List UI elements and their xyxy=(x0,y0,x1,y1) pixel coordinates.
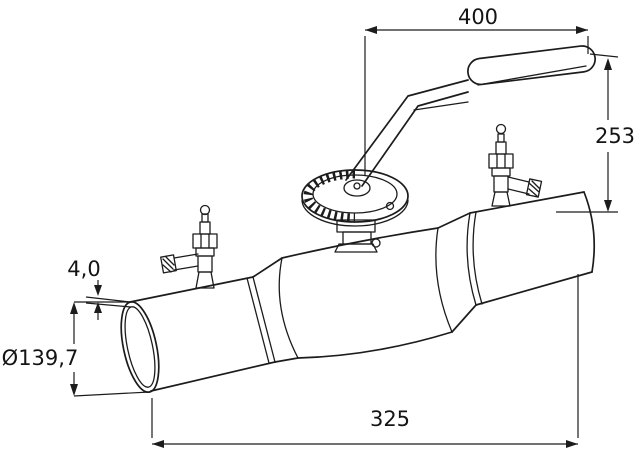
lever-side-face xyxy=(413,101,469,111)
weld-seam-left-inner xyxy=(252,276,276,363)
right-pipe-bottom-edge xyxy=(475,271,593,306)
barrel-left-seam xyxy=(278,257,299,359)
handle-lever xyxy=(345,45,596,187)
flange-serration xyxy=(303,169,356,223)
dimension-wall-thickness-label: 4,0 xyxy=(67,257,100,281)
left-cone-bottom xyxy=(274,357,299,363)
dimension-pipe-diameter-label: Ø139,7 xyxy=(2,346,79,370)
flange-bolt xyxy=(385,201,395,211)
right-nozzle xyxy=(507,176,543,198)
handle-hub xyxy=(343,179,371,197)
dimension-handle-height-label: 253 xyxy=(595,124,635,148)
barrel-top-edge xyxy=(281,227,439,259)
right-pipe-end-arc xyxy=(583,191,596,273)
dimension-handle-height: 253 xyxy=(556,53,635,213)
right-cone-bottom xyxy=(451,304,477,333)
barrel-right-seam xyxy=(435,227,453,333)
weld-seam-right-outer xyxy=(472,211,483,305)
drain-valve-left xyxy=(160,204,218,289)
dimension-pipe-diameter: Ø139,7 xyxy=(2,301,151,397)
hub-bolt xyxy=(353,182,361,190)
dimension-body-length: 325 xyxy=(151,274,579,448)
grip-edge-line xyxy=(477,65,587,86)
left-pipe-bottom-edge xyxy=(150,361,276,392)
hex-nut xyxy=(192,233,218,249)
barrel-bottom-edge xyxy=(297,331,453,359)
neck-bolt xyxy=(371,238,381,248)
left-pipe-top-edge xyxy=(129,276,254,303)
dimension-body-length-label: 325 xyxy=(370,407,410,431)
flange-thickness-edge xyxy=(301,199,409,227)
dimension-wall-thickness: 4,0 xyxy=(67,257,132,320)
flange-indicator-plate xyxy=(301,169,409,253)
lever-top-edge xyxy=(345,79,469,181)
left-cone-top xyxy=(252,257,283,278)
dimension-handle-span-label: 400 xyxy=(458,5,498,29)
dimension-handle-span: 400 xyxy=(364,5,589,176)
handle-grip xyxy=(467,45,596,86)
left-nozzle xyxy=(160,253,199,274)
left-pipe-end xyxy=(120,301,160,393)
lever-bottom-edge xyxy=(361,91,469,187)
hex-nut xyxy=(488,153,514,169)
valve-top-ring xyxy=(495,123,507,135)
weld-seam-right-inner xyxy=(466,212,477,306)
right-pipe-top-edge xyxy=(469,191,585,214)
drain-valve-right xyxy=(488,123,543,207)
flange-neck xyxy=(334,219,381,253)
valve-body xyxy=(120,191,596,393)
weld-seam-left-outer xyxy=(246,277,270,364)
valve-top-ring xyxy=(199,204,211,216)
right-cone-top xyxy=(437,212,471,229)
